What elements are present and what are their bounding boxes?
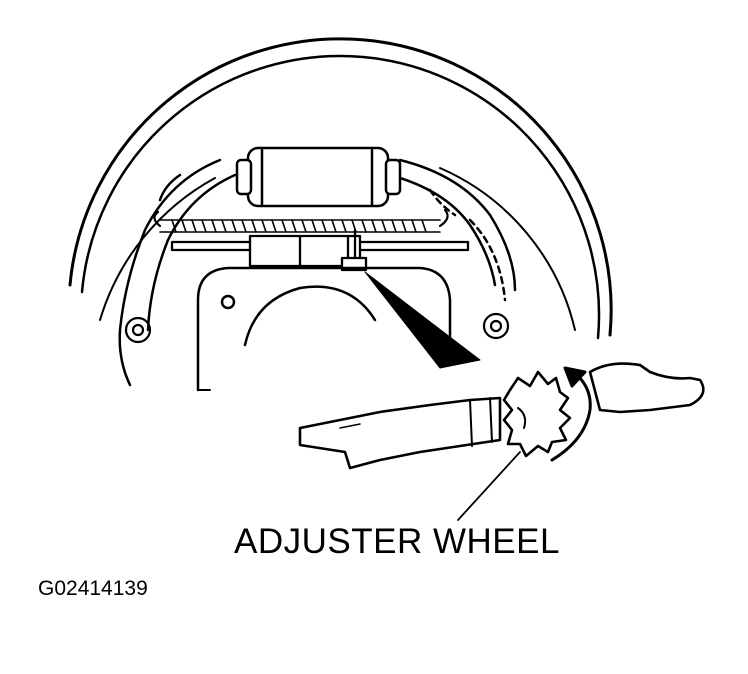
adjuster-socket-end	[588, 362, 705, 414]
left-brake-shoe	[118, 158, 237, 387]
axle-flange	[196, 266, 452, 392]
rotation-direction-arrow	[550, 366, 592, 462]
adjuster-screw-body	[298, 396, 502, 470]
figure-id: G02414139	[38, 577, 148, 600]
right-brake-shoe	[388, 158, 517, 302]
adjuster-wheel-label: ADJUSTER WHEEL	[234, 522, 560, 561]
adjuster-wheel	[502, 370, 572, 458]
return-spring	[153, 208, 449, 233]
hold-down-pin-left	[124, 316, 152, 344]
pointer-wedge	[364, 271, 481, 369]
adjuster-strut	[170, 228, 470, 272]
wheel-cylinder	[235, 146, 402, 208]
callout-leader-line	[457, 451, 521, 521]
backing-plate	[68, 37, 613, 340]
hold-down-pin-right	[482, 312, 510, 340]
